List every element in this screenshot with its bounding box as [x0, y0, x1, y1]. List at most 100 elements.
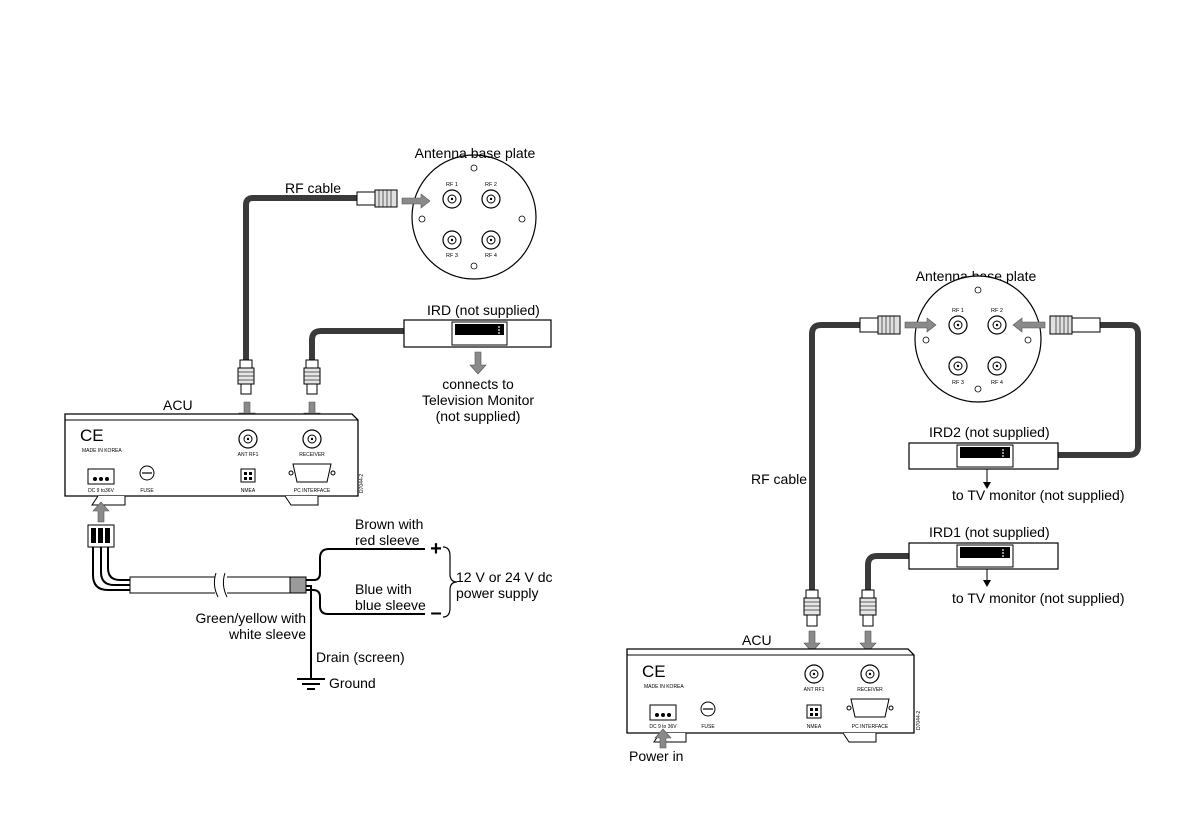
- left-wire-1: [92, 547, 130, 591]
- right-arrow-to-ant-rf1: [803, 630, 821, 653]
- left-ird-label: IRD (not supplied): [427, 302, 540, 318]
- left-brown-line2: red sleeve: [355, 532, 420, 548]
- left-acu-rf-connector: [237, 359, 255, 395]
- left-rf-cable: [243, 195, 360, 363]
- left-acu-label: ACU: [163, 397, 193, 413]
- left-port-rf1: RF 1: [442, 182, 462, 209]
- left-port-rf2: RF 2: [481, 182, 501, 209]
- right-dc-connector: [649, 704, 677, 721]
- right-made-in-korea: MADE IN KOREA: [644, 684, 684, 690]
- left-brown-line1: Brown with: [355, 516, 423, 532]
- left-port-rf3: RF 3: [442, 230, 462, 259]
- left-plus-sign: +: [430, 538, 442, 560]
- right-acu-label: ACU: [742, 632, 772, 648]
- right-arrow-to-receiver: [859, 630, 877, 653]
- right-receiver-label: RECEIVER: [857, 687, 883, 693]
- right-acu-panel: CE MADE IN KOREA DC 9 to 36V FUSE N: [626, 648, 922, 743]
- left-dc-label: DC 9 to36V: [88, 488, 115, 494]
- left-ant-rf1-port: [238, 429, 258, 449]
- right-rf2-label: RF 2: [991, 308, 1003, 314]
- left-diagram-code: D7044-2: [359, 474, 365, 493]
- left-power-cable-jacket: [129, 572, 307, 598]
- left-ground-symbol: [297, 678, 325, 690]
- left-supply-line1: 12 V or 24 V dc: [456, 569, 553, 585]
- left-supply-line2: power supply: [456, 585, 539, 601]
- left-antenna-base-plate: RF 1 RF 2 RF 3 RF 4 Antenna base plate: [411, 145, 537, 280]
- left-connects-line1: connects to: [442, 376, 514, 392]
- left-fuse-label: FUSE: [140, 488, 154, 494]
- left-receiver-label: RECEIVER: [299, 452, 325, 458]
- right-acu-rf-connector: [803, 589, 821, 627]
- right-ird2-label: IRD2 (not supplied): [929, 424, 1050, 440]
- right-arrow-to-rf1: [904, 317, 937, 333]
- left-wire-drain: [306, 585, 312, 679]
- left-rf-cable-label: RF cable: [285, 180, 341, 196]
- right-power-in-label: Power in: [629, 748, 683, 764]
- left-arrow-ird-down: [469, 351, 487, 375]
- left-pc-interface-port: [288, 463, 336, 483]
- left-receiver-port: [302, 429, 322, 449]
- right-acu-ird-connector: [859, 589, 877, 627]
- right-dc-label: DC 9 to 36V: [649, 724, 677, 730]
- left-wire-positive: [306, 548, 425, 581]
- left-green-line2: white sleeve: [228, 626, 306, 642]
- left-drain-label: Drain (screen): [316, 649, 405, 665]
- left-wire-3: [107, 547, 130, 581]
- right-diagram-code: D7044-2: [916, 711, 922, 730]
- left-port-rf4: RF 4: [481, 230, 501, 259]
- right-pc-interface-label: PC INTERFACE: [852, 724, 889, 730]
- left-rf-connector-top: [356, 189, 398, 208]
- right-ird1-label: IRD1 (not supplied): [929, 524, 1050, 540]
- left-arrow-to-rf1: [401, 193, 431, 209]
- left-supply-bracket: [442, 546, 458, 618]
- right-ird1-cable: [865, 553, 913, 593]
- left-power-plug: [87, 524, 115, 548]
- right-ant-rf1-port: [804, 664, 824, 684]
- left-ird-cable: [309, 328, 408, 363]
- right-nmea-label: NMEA: [807, 724, 822, 730]
- right-antenna-base-plate: RF 1 RF 2 RF 3 RF 4: [914, 275, 1042, 403]
- right-nmea-port: [806, 704, 822, 719]
- right-fuse: [700, 701, 716, 717]
- right-ird2-box: [908, 442, 1059, 470]
- left-nmea-label: NMEA: [241, 488, 256, 494]
- left-rf1-label: RF 1: [446, 182, 458, 188]
- left-acu-panel: CE MADE IN KOREA DC 9 to36V FUSE NM: [64, 413, 365, 506]
- left-wire-2: [100, 547, 130, 586]
- left-ground-label: Ground: [329, 675, 376, 691]
- right-rf-cable: [809, 322, 863, 593]
- left-antenna-title: Antenna base plate: [415, 145, 536, 161]
- right-port-rf2: RF 2: [987, 308, 1007, 335]
- right-rf-connector-left: [859, 315, 901, 335]
- left-arrow-power-up: [92, 501, 110, 523]
- right-pc-interface-port: [846, 698, 894, 718]
- right-rf1-label: RF 1: [952, 308, 964, 314]
- right-tv-monitor-1: to TV monitor (not supplied): [952, 590, 1125, 606]
- right-port-rf1: RF 1: [948, 308, 968, 335]
- left-rf3-label: RF 3: [446, 253, 458, 259]
- right-ird2-cable: [1055, 322, 1141, 458]
- left-ce-mark: CE: [80, 426, 104, 445]
- right-receiver-port: [860, 664, 880, 684]
- right-diagram: Antenna base plate RF 1 RF 2: [626, 268, 1141, 764]
- right-port-rf3: RF 3: [948, 356, 968, 386]
- left-minus-sign: –: [430, 602, 441, 624]
- left-green-line1: Green/yellow with: [196, 610, 307, 626]
- right-ce-mark: CE: [642, 662, 666, 681]
- right-rf-connector-right: [1049, 315, 1101, 335]
- left-ant-rf1-label: ANT RF1: [238, 452, 259, 458]
- left-diagram: RF 1 RF 2 RF 3 RF 4 Antenna base plate: [64, 145, 553, 691]
- left-dc-connector: [87, 468, 115, 485]
- right-fuse-label: FUSE: [701, 724, 715, 730]
- left-blue-line1: Blue with: [355, 581, 412, 597]
- right-arrow-to-rf2: [1012, 317, 1046, 333]
- right-tv-monitor-2: to TV monitor (not supplied): [952, 487, 1125, 503]
- left-rf2-label: RF 2: [485, 182, 497, 188]
- right-ird1-box: [908, 542, 1059, 570]
- left-rf4-label: RF 4: [485, 253, 497, 259]
- right-arrow-power-in: [654, 728, 672, 749]
- left-made-in-korea: MADE IN KOREA: [82, 448, 122, 454]
- left-fuse: [139, 465, 155, 481]
- right-arrow-ird1-head: [983, 580, 991, 587]
